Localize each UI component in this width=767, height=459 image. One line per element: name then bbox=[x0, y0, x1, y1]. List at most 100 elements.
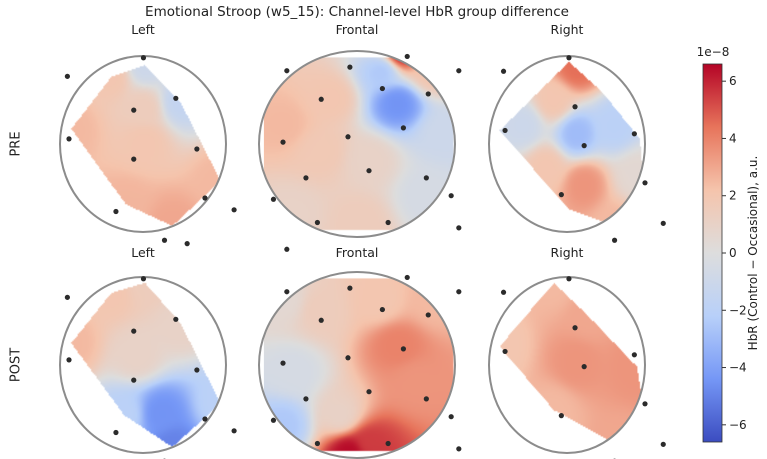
channel-dot bbox=[131, 156, 137, 162]
panel-title: Right bbox=[551, 245, 584, 260]
channel-dot bbox=[502, 127, 508, 134]
channel-dot bbox=[502, 348, 508, 355]
channel-dot bbox=[284, 289, 290, 295]
interpolated-field bbox=[263, 273, 455, 453]
channel-dot bbox=[202, 195, 208, 201]
channel-dot bbox=[318, 96, 324, 102]
colorbar-tick-label: 2 bbox=[729, 189, 737, 203]
channel-dot bbox=[303, 396, 309, 402]
colorbar-label: HbR (Control − Occasional), a.u. bbox=[746, 156, 760, 351]
colorbar-tick-label: 0 bbox=[729, 246, 737, 260]
colorbar-tick-label: −4 bbox=[729, 361, 747, 375]
colorbar-gradient bbox=[702, 63, 723, 443]
channel-dot bbox=[500, 289, 507, 295]
channel-dot bbox=[202, 416, 208, 422]
channel-dot bbox=[456, 225, 462, 231]
channel-dot bbox=[113, 208, 119, 215]
channel-dot bbox=[404, 53, 410, 60]
channel-dot bbox=[231, 428, 237, 434]
channel-dot bbox=[379, 306, 385, 313]
interpolated-field bbox=[263, 52, 455, 232]
channel-dot bbox=[631, 352, 637, 358]
channel-dot bbox=[581, 364, 587, 370]
channel-dot bbox=[345, 134, 351, 140]
channel-dot bbox=[385, 219, 391, 226]
channel-dot bbox=[660, 220, 666, 226]
row-label-post: POST bbox=[9, 348, 24, 382]
head-outline bbox=[488, 276, 646, 454]
channel-dot bbox=[66, 357, 72, 363]
channel-dot bbox=[448, 193, 454, 199]
panel-title: Right bbox=[551, 22, 584, 37]
colorbar-tick-label: 6 bbox=[729, 74, 737, 88]
channel-dot bbox=[400, 346, 407, 352]
channel-dot bbox=[64, 73, 70, 79]
channel-dot bbox=[423, 396, 429, 402]
channel-dot bbox=[66, 136, 72, 142]
channel-dot bbox=[64, 294, 70, 300]
topomap-pre-right: Right bbox=[488, 22, 666, 243]
channel-dot bbox=[314, 219, 321, 226]
topomap-post-right: Right bbox=[488, 245, 666, 459]
channel-dot bbox=[140, 55, 147, 61]
channel-dot bbox=[347, 285, 353, 291]
channel-dot bbox=[611, 237, 618, 243]
channel-dot bbox=[581, 143, 587, 149]
channel-dot bbox=[642, 180, 648, 186]
panel-title: Frontal bbox=[336, 22, 379, 37]
channel-dot bbox=[500, 68, 507, 74]
channel-dot bbox=[173, 95, 179, 101]
figure-title: Emotional Stroop (w5_15): Channel-level … bbox=[145, 4, 569, 20]
channel-dot bbox=[456, 289, 462, 295]
channel-dot bbox=[660, 441, 666, 447]
channel-dot bbox=[572, 325, 578, 331]
channel-dot bbox=[366, 389, 372, 395]
channel-dot bbox=[448, 414, 454, 420]
channel-dot bbox=[184, 241, 190, 247]
channel-dot bbox=[642, 401, 648, 407]
channel-dot bbox=[161, 237, 168, 243]
interpolated-field bbox=[64, 57, 226, 227]
topomap-pre-left: Left bbox=[59, 22, 237, 247]
channel-dot bbox=[270, 417, 277, 423]
channel-dot bbox=[231, 207, 237, 213]
panel-title: Left bbox=[131, 245, 155, 260]
panel-title: Left bbox=[131, 22, 155, 37]
channel-dot bbox=[425, 312, 431, 318]
channel-dot bbox=[194, 146, 200, 152]
channel-dot bbox=[347, 64, 353, 70]
colorbar-tick-label: −6 bbox=[729, 418, 747, 432]
channel-dot bbox=[400, 125, 407, 131]
channel-dot bbox=[131, 107, 137, 113]
channel-dot bbox=[280, 360, 286, 366]
channel-dot bbox=[456, 446, 462, 452]
channel-dot bbox=[173, 316, 179, 322]
channel-dot bbox=[113, 429, 119, 436]
channel-dot bbox=[425, 91, 431, 97]
channel-dot bbox=[303, 175, 309, 181]
head-outline bbox=[258, 271, 456, 459]
colorbar-scale-label: 1e−8 bbox=[697, 45, 730, 59]
channel-dot bbox=[385, 440, 391, 447]
channel-dot bbox=[314, 440, 321, 447]
channel-dot bbox=[456, 68, 462, 74]
channel-dot bbox=[140, 276, 147, 282]
channel-dot bbox=[631, 131, 637, 137]
channel-dot bbox=[270, 196, 277, 202]
channel-dot bbox=[366, 168, 372, 174]
channel-dot bbox=[131, 377, 137, 383]
channel-dot bbox=[423, 175, 429, 181]
row-label-pre: PRE bbox=[9, 131, 24, 156]
channel-dot bbox=[280, 139, 286, 145]
colorbar-tick-label: 4 bbox=[729, 131, 737, 145]
interpolated-field bbox=[492, 278, 645, 448]
channel-dot bbox=[566, 55, 572, 61]
channel-dot bbox=[572, 104, 578, 110]
channel-dot bbox=[345, 355, 351, 361]
channel-dot bbox=[379, 85, 385, 92]
topomap-post-frontal: Frontal bbox=[258, 245, 462, 459]
channel-dot bbox=[284, 246, 290, 252]
head-outline bbox=[258, 50, 456, 238]
